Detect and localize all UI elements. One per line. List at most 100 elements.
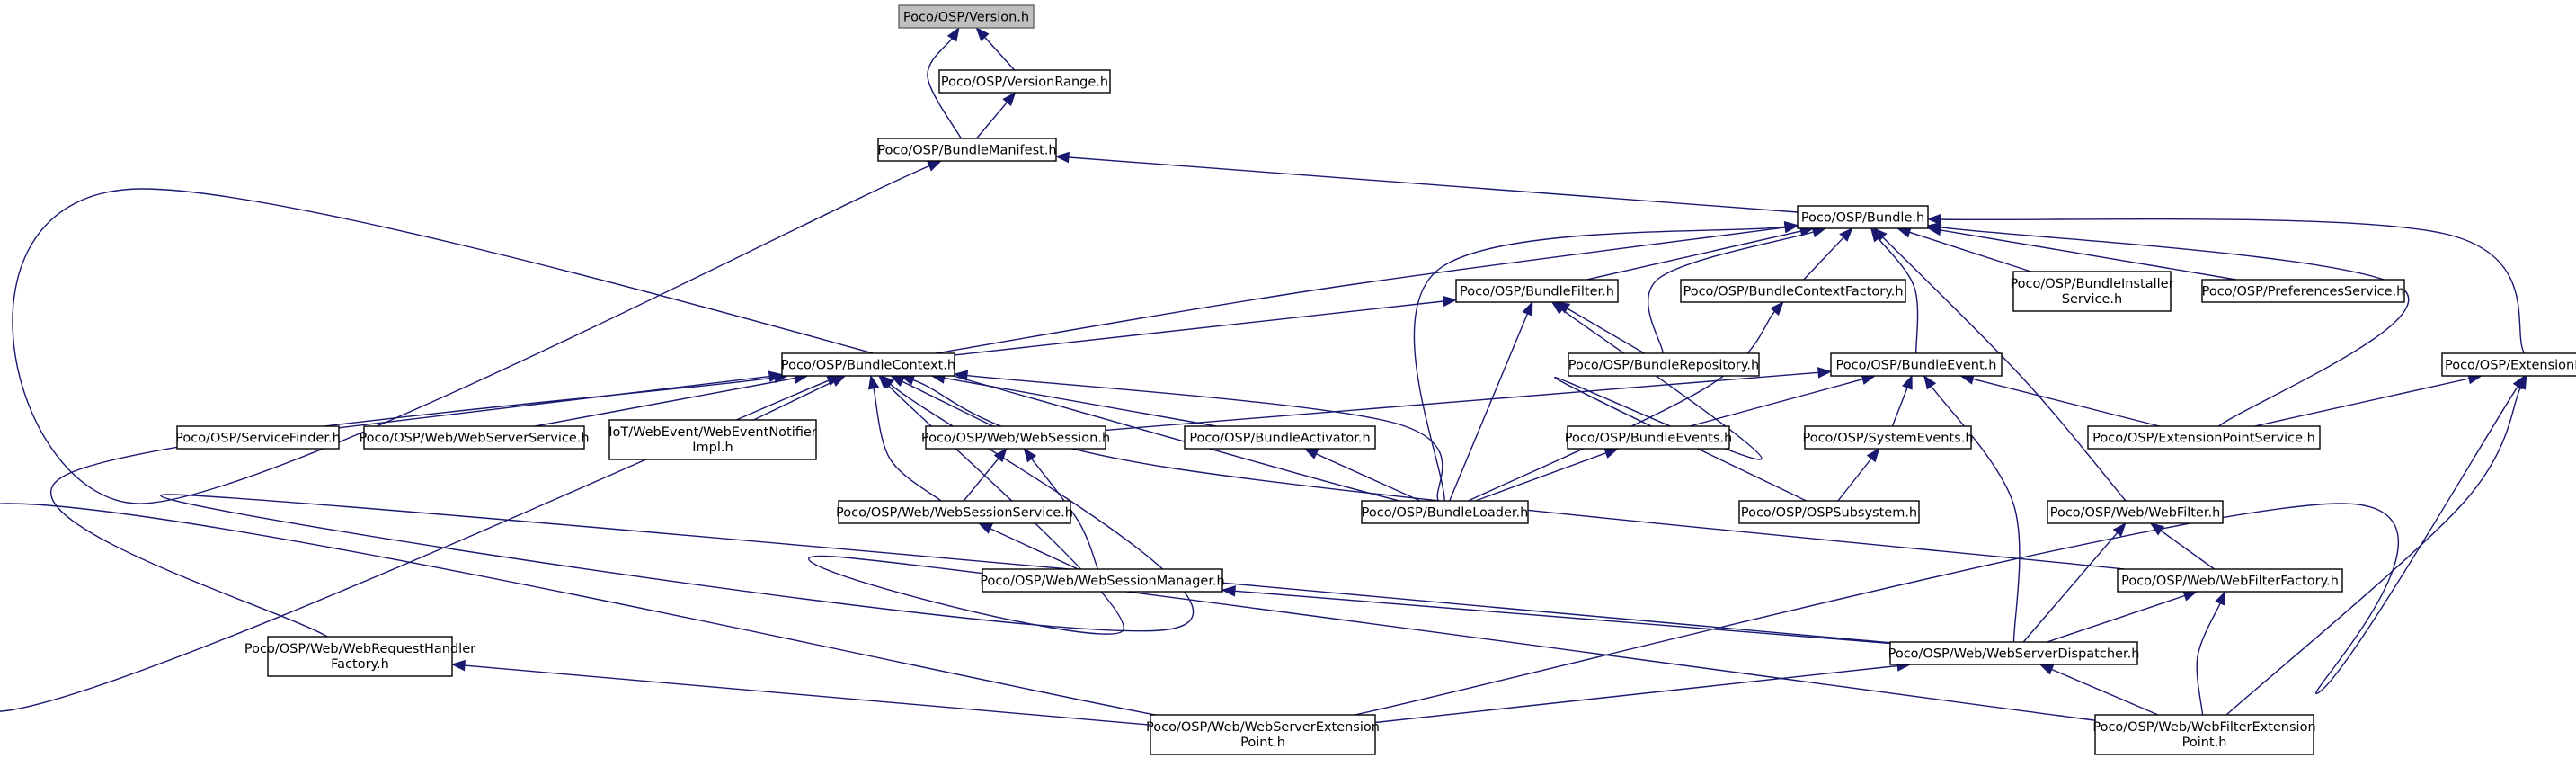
node-bundlerepository[interactable]: Poco/OSP/BundleRepository.h — [1568, 352, 1760, 377]
edge-line — [1940, 218, 2526, 354]
node-label: Poco/OSP/BundleEvents.h — [1565, 432, 1732, 446]
arrowhead-icon — [2149, 522, 2165, 536]
arrowhead-icon — [1783, 221, 1799, 233]
node-bundleevent[interactable]: Poco/OSP/BundleEvent.h — [1830, 352, 2003, 377]
node-label: Poco/OSP/BundleContextFactory.h — [1683, 285, 1903, 299]
edge-line — [1689, 379, 1863, 427]
edge-line — [2160, 530, 2216, 570]
arrowhead-icon — [1872, 227, 1888, 242]
edge-line — [1068, 156, 1799, 213]
node-extensionpoint[interactable]: Poco/OSP/ExtensionPoint.h — [2441, 352, 2576, 377]
edge-line — [0, 379, 1156, 716]
edge-bundlecontext-to-bundlefilter — [954, 295, 1458, 356]
node-box — [1150, 714, 1376, 755]
edge-webrequesthandlerfactory-to-bundlecontext — [50, 371, 789, 638]
edge-bundlefilter-to-bundle — [1586, 226, 1815, 281]
edge-websessionmanager-to-websessionservice — [977, 522, 1079, 570]
node-websessionmanager[interactable]: Poco/OSP/Web/WebSessionManager.h — [980, 568, 1225, 593]
edge-line — [2196, 602, 2221, 716]
node-extensionpointservice[interactable]: Poco/OSP/ExtensionPointService.h — [2087, 425, 2321, 450]
arrowhead-icon — [977, 522, 993, 534]
edge-bundlecontextfactory-to-bundle — [1803, 227, 1853, 281]
node-label: Poco/OSP/BundleContext.h — [781, 359, 955, 373]
node-box — [2012, 271, 2172, 312]
edge-webserverdispatcher-to-bundleevent — [1923, 374, 2021, 643]
node-bundleloader[interactable]: Poco/OSP/BundleLoader.h — [1361, 500, 1529, 524]
node-bundlecontext[interactable]: Poco/OSP/BundleContext.h — [781, 352, 955, 377]
node-webfilter[interactable]: Poco/OSP/Web/WebFilter.h — [2047, 500, 2224, 524]
edge-line — [1355, 386, 2518, 716]
edge-extensionpointservice-to-bundleevent — [1959, 373, 2160, 427]
edge-line — [464, 664, 1151, 726]
arrowhead-icon — [1923, 374, 1937, 390]
node-systemevents[interactable]: Poco/OSP/SystemEvents.h — [1802, 425, 1974, 450]
edge-bundlerepository-to-bundlefilter — [1555, 301, 1645, 354]
arrowhead-icon — [1770, 300, 1784, 316]
edge-line — [2022, 532, 2119, 643]
edges — [0, 26, 2527, 726]
edge-websession-to-bundleevent — [1105, 367, 1833, 432]
edge-line — [2254, 378, 2470, 427]
node-label: Poco/OSP/OSPSubsystem.h — [1741, 506, 1917, 521]
node-box — [363, 425, 585, 450]
edge-bundleactivator-to-bundlecontext — [930, 372, 1217, 427]
edge-websessionmanager-to-websession — [1023, 447, 1099, 570]
edge-versionrange-to-version — [975, 26, 1016, 71]
edge-line — [1882, 236, 2127, 502]
edge-bundlecontext-to-bundle — [935, 221, 1799, 354]
edge-line — [902, 380, 994, 427]
node-versionrange[interactable]: Poco/OSP/VersionRange.h — [938, 69, 1111, 94]
node-box — [2441, 352, 2576, 377]
edge-line — [1803, 236, 1844, 281]
edge-line — [1475, 452, 1606, 502]
edge-line — [1972, 378, 2160, 427]
edge-line — [753, 380, 834, 421]
edge-webfilterfactory-to-webfilter — [2149, 522, 2216, 570]
node-box — [781, 352, 955, 377]
node-label: Poco/OSP/BundleActivator.h — [1189, 432, 1370, 446]
node-bundlefilter[interactable]: Poco/OSP/BundleFilter.h — [1455, 279, 1619, 303]
node-webfilterfactory[interactable]: Poco/OSP/Web/WebFilterFactory.h — [2117, 568, 2343, 593]
node-bundleevents[interactable]: Poco/OSP/BundleEvents.h — [1565, 425, 1732, 450]
edge-extensionpointservice-to-bundle — [1926, 221, 2410, 427]
node-preferencesservice[interactable]: Poco/OSP/PreferencesService.h — [2201, 279, 2405, 303]
edge-line — [1648, 231, 1814, 354]
node-label: Poco/OSP/ExtensionPointService.h — [2092, 432, 2315, 446]
node-label: Poco/OSP/ServiceFinder.h — [175, 432, 341, 446]
node-bundlemanifest[interactable]: Poco/OSP/BundleManifest.h — [877, 138, 1057, 162]
edge-line — [963, 458, 999, 502]
node-webserverservice[interactable]: Poco/OSP/Web/WebServerService.h — [359, 425, 590, 450]
edge-line — [1316, 453, 1421, 502]
node-websessionservice[interactable]: Poco/OSP/Web/WebSessionService.h — [836, 500, 1073, 524]
node-version[interactable]: Poco/OSP/Version.h — [898, 4, 1035, 29]
arrowhead-icon — [953, 370, 969, 381]
arrowhead-icon — [450, 659, 466, 672]
node-bundle[interactable]: Poco/OSP/Bundle.h — [1797, 205, 1929, 229]
arrowhead-icon — [1442, 295, 1458, 308]
arrowhead-icon — [878, 375, 893, 389]
node-box — [1568, 352, 1760, 377]
node-box — [925, 425, 1106, 450]
edge-line — [1031, 458, 1099, 570]
node-label: Poco/OSP/BundleEvent.h — [1836, 359, 1997, 373]
arrowhead-icon — [2182, 590, 2198, 602]
node-websession[interactable]: Poco/OSP/Web/WebSession.h — [921, 425, 1110, 450]
node-ospsubsystem[interactable]: Poco/OSP/OSPSubsystem.h — [1738, 500, 1920, 524]
arrowhead-icon — [1002, 91, 1017, 107]
edge-line — [966, 374, 1443, 502]
node-webserverdispatcher[interactable]: Poco/OSP/Web/WebServerDispatcher.h — [1888, 641, 2140, 665]
arrowhead-icon — [2039, 664, 2055, 675]
edge-line — [1909, 231, 2031, 272]
arrowhead-icon — [1023, 447, 1037, 463]
node-bundlecontextfactory[interactable]: Poco/OSP/BundleContextFactory.h — [1680, 279, 1906, 303]
node-servicefinder[interactable]: Poco/OSP/ServiceFinder.h — [175, 425, 341, 450]
arrowhead-icon — [1522, 300, 1533, 317]
edge-bundleloader-to-bundleevents — [1475, 448, 1620, 502]
node-bundleactivator[interactable]: Poco/OSP/BundleActivator.h — [1184, 425, 1376, 450]
